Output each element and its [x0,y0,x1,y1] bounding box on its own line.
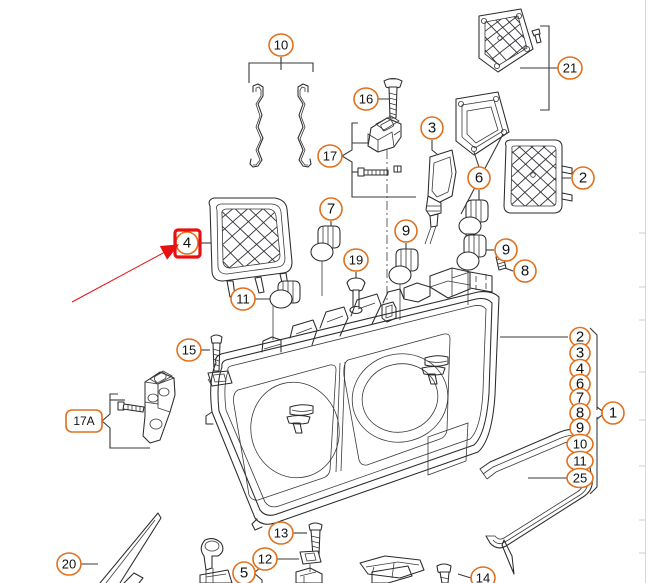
callout-8[interactable]: 8 [513,259,537,283]
callout-6[interactable]: 6 [467,166,491,190]
part-2-side-grille [503,139,573,214]
part-5-bolt-lower-left [199,538,233,583]
part-20-trim-wedge [81,512,162,583]
part-3-bulb-connector [424,140,457,245]
callout-21[interactable]: 21 [557,56,583,80]
part-9-socket-right [456,234,494,305]
part-11-socket [255,280,301,340]
callout-16[interactable]: 16 [353,87,379,111]
part-17a-bracket-screw [101,370,176,449]
callout-5[interactable]: 5 [232,561,256,583]
callout-2[interactable]: 2 [571,166,595,190]
callout-19[interactable]: 19 [343,248,369,272]
callout-7[interactable]: 7 [319,197,343,221]
part-7-bulb-socket [310,221,341,296]
callout-11[interactable]: 11 [230,287,256,311]
highlight-annotation [71,228,202,303]
part-12-clip-nut [277,550,322,572]
part-9-socket-left [388,243,419,320]
callout-10[interactable]: 10 [268,33,294,57]
callout-17a[interactable]: 17A [65,409,103,433]
red-arrow-icon [71,244,180,303]
callout-14[interactable]: 14 [470,566,496,583]
part-15-screw-clip [201,334,233,387]
part-1-headlight-housing [205,267,500,531]
callout-4[interactable]: 4 [175,231,199,255]
callout-9[interactable]: 9 [394,219,418,243]
assembly-list-item-10[interactable]: 10 [566,433,594,455]
part-16-screw [378,77,403,119]
part-17-bracket-group [341,115,416,300]
assembly-list-item-25[interactable]: 25 [566,467,594,489]
page-edge-rule [639,0,646,583]
part-4-highlighted-grille [199,197,293,298]
assembly-group-callout[interactable]: 1 [601,401,625,425]
callout-13[interactable]: 13 [268,521,294,545]
callout-15[interactable]: 15 [176,338,202,362]
callout-20[interactable]: 20 [56,552,82,576]
assembly-list-item-11[interactable]: 11 [566,450,594,472]
part-14-bracket-and-screw [359,539,515,583]
callout-17[interactable]: 17 [317,144,343,168]
callout-3[interactable]: 3 [420,116,444,140]
part-10-retaining-clips [248,57,314,168]
callout-9[interactable]: 9 [494,238,518,262]
assembly-list-bracket [500,327,606,495]
callout-12[interactable]: 12 [252,547,278,571]
